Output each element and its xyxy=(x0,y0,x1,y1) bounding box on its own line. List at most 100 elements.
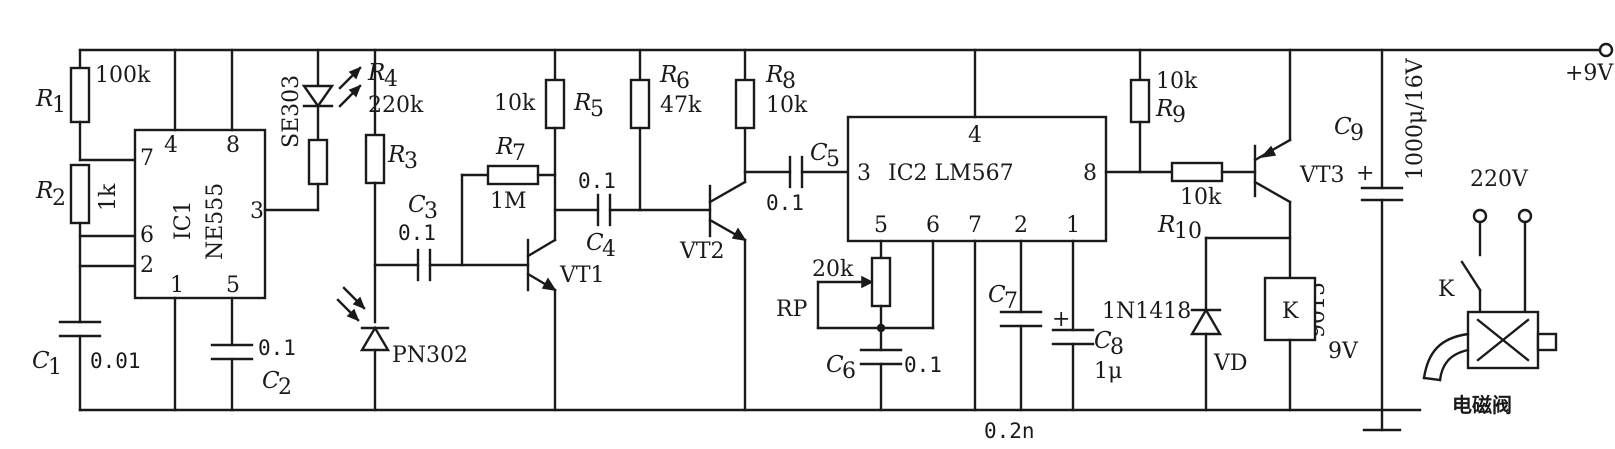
svg-text:1μ: 1μ xyxy=(1094,359,1122,384)
svg-text:VT1: VT1 xyxy=(559,263,605,288)
diode-vd: 1N1418 VD xyxy=(1102,236,1248,412)
photodiode-pn302: PN302 xyxy=(336,286,468,412)
resistor-r2: R 2 1k xyxy=(35,163,121,324)
svg-text:0.1: 0.1 xyxy=(258,336,296,360)
svg-text:10k: 10k xyxy=(1156,69,1198,94)
svg-text:220V: 220V xyxy=(1470,167,1529,192)
svg-text:8: 8 xyxy=(226,133,240,158)
svg-text:6: 6 xyxy=(842,359,856,384)
svg-text:5: 5 xyxy=(590,97,604,122)
relay-coil-k: K 9V xyxy=(1263,276,1359,412)
svg-text:+: + xyxy=(1052,307,1070,332)
svg-text:C: C xyxy=(810,140,828,166)
svg-text:3: 3 xyxy=(404,149,418,174)
svg-text:R: R xyxy=(765,62,783,88)
svg-text:NE555: NE555 xyxy=(203,183,228,260)
svg-text:VD: VD xyxy=(1213,351,1248,376)
capacitor-c1: C 1 0.01 xyxy=(32,320,141,412)
svg-text:SE303: SE303 xyxy=(279,75,304,148)
led-se303: SE303 xyxy=(279,48,362,148)
svg-text:8: 8 xyxy=(782,69,796,94)
svg-text:5: 5 xyxy=(226,273,240,298)
svg-text:K: K xyxy=(1282,299,1299,324)
svg-text:7: 7 xyxy=(1004,289,1018,314)
svg-text:R: R xyxy=(35,178,53,204)
svg-text:R: R xyxy=(573,90,591,116)
svg-text:2: 2 xyxy=(140,253,154,278)
resistor-r4: R 4 220k xyxy=(263,60,424,212)
resistor-r1: R 1 100k xyxy=(35,48,151,162)
svg-text:6: 6 xyxy=(926,213,940,238)
ic2-lm567: 4 3 IC2 LM567 8 5 6 7 2 1 xyxy=(846,48,1108,412)
svg-text:3: 3 xyxy=(424,199,438,224)
svg-text:PN302: PN302 xyxy=(392,343,468,368)
svg-text:+: + xyxy=(1356,161,1374,186)
svg-text:4: 4 xyxy=(384,67,398,92)
svg-text:4: 4 xyxy=(602,237,616,262)
resistor-r10: 10k R 10 xyxy=(1157,161,1257,244)
svg-text:C: C xyxy=(408,192,426,218)
svg-text:1: 1 xyxy=(52,93,66,118)
ic1-ne555: 4 8 7 6 2 1 5 3 IC1 NE555 xyxy=(133,48,267,412)
svg-text:4: 4 xyxy=(968,123,982,148)
svg-text:1: 1 xyxy=(48,355,62,380)
svg-text:9: 9 xyxy=(1350,121,1364,146)
svg-text:0.01: 0.01 xyxy=(90,349,141,373)
svg-text:6: 6 xyxy=(676,69,690,94)
ic1-left-wiring xyxy=(78,158,137,268)
resistor-r6: R 6 47k xyxy=(629,48,702,212)
supply-terminal xyxy=(1598,42,1614,58)
svg-text:2: 2 xyxy=(1014,213,1028,238)
resistor-r7: R 7 1M xyxy=(460,134,557,267)
svg-text:1k: 1k xyxy=(96,183,121,211)
svg-text:2: 2 xyxy=(278,375,292,400)
capacitor-c5: C 5 0.1 xyxy=(743,140,850,215)
resistor-r5: 10k R 5 xyxy=(494,48,604,242)
capacitor-c9: + C 9 1000μ/16V xyxy=(1334,48,1428,432)
svg-text:R: R xyxy=(35,86,53,112)
svg-text:0.2n: 0.2n xyxy=(984,419,1035,443)
svg-text:R: R xyxy=(1157,212,1175,238)
resistor-r9: 10k R 9 xyxy=(1129,48,1198,174)
capacitor-c7: C 7 0.2n xyxy=(984,282,1043,443)
svg-text:C: C xyxy=(32,348,50,374)
svg-text:VT3: VT3 xyxy=(1299,163,1345,188)
svg-text:10k: 10k xyxy=(1180,185,1222,210)
supply-rail: +9V xyxy=(78,42,1614,86)
capacitor-c4: 0.1 C 4 xyxy=(553,169,712,262)
svg-text:C: C xyxy=(988,282,1006,308)
svg-text:IC1: IC1 xyxy=(171,200,196,240)
resistor-r8: R 8 10k xyxy=(734,48,808,184)
svg-text:C: C xyxy=(826,352,844,378)
svg-text:电磁阀: 电磁阀 xyxy=(1452,393,1512,417)
svg-text:0.1: 0.1 xyxy=(578,169,616,193)
capacitor-c8: + C 8 1μ xyxy=(1051,307,1124,412)
solenoid-valve: 220V K 电磁阀 xyxy=(1422,167,1558,417)
svg-text:3: 3 xyxy=(250,199,264,224)
transistor-vt1: VT1 xyxy=(526,238,605,412)
svg-text:VT2: VT2 xyxy=(679,239,725,264)
svg-text:7: 7 xyxy=(512,141,526,166)
svg-text:1M: 1M xyxy=(490,189,527,214)
svg-text:R: R xyxy=(495,134,513,160)
supply-label: +9V xyxy=(1565,61,1614,86)
svg-text:100k: 100k xyxy=(95,63,151,88)
svg-text:IC2 LM567: IC2 LM567 xyxy=(888,161,1014,186)
svg-text:C: C xyxy=(262,368,280,394)
svg-text:2: 2 xyxy=(52,186,66,211)
svg-text:R: R xyxy=(659,62,677,88)
svg-text:8: 8 xyxy=(1110,335,1124,360)
svg-text:8: 8 xyxy=(1083,161,1097,186)
svg-text:20k: 20k xyxy=(812,257,854,282)
svg-text:K: K xyxy=(1438,277,1455,302)
svg-text:R: R xyxy=(387,142,405,168)
potentiometer-rp: 20k RP xyxy=(776,256,935,352)
svg-text:1N1418: 1N1418 xyxy=(1102,299,1191,324)
svg-text:9: 9 xyxy=(1172,103,1186,128)
resistor-r3: R 3 xyxy=(364,48,418,324)
svg-text:9V: 9V xyxy=(1328,339,1359,364)
svg-text:0.1: 0.1 xyxy=(766,191,804,215)
svg-text:4: 4 xyxy=(164,133,178,158)
svg-text:1000μ/16V: 1000μ/16V xyxy=(1403,57,1428,180)
capacitor-c3: C 3 0.1 xyxy=(373,192,530,282)
